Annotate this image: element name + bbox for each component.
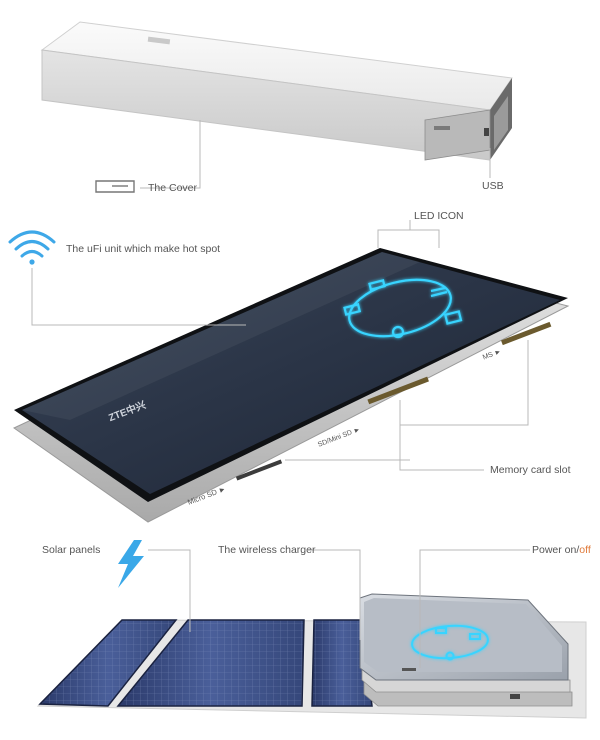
ms-label: MS ► <box>482 348 503 361</box>
wifi-icon <box>8 230 56 265</box>
cover-icon <box>95 180 135 193</box>
label-memory-card-slot: Memory card slot <box>490 464 571 476</box>
label-the-cover: The Cover <box>148 182 198 194</box>
ufi-leader-lines <box>31 220 529 471</box>
charger-led-ring-icon <box>411 624 489 661</box>
solar-panels <box>38 619 373 707</box>
charger-leader-lines <box>148 549 530 668</box>
label-wireless-charger: The wireless charger <box>218 544 316 556</box>
label-solar-panels: Solar panels <box>42 544 101 556</box>
label-power-off: off <box>579 544 591 556</box>
ufi-device <box>13 248 570 523</box>
label-usb: USB <box>482 180 504 192</box>
wireless-charger-stack <box>359 593 573 707</box>
label-led-icon: LED ICON <box>414 210 464 222</box>
label-power-on-off: Power on/off <box>532 544 591 556</box>
cover-leader-lines <box>140 120 491 189</box>
label-ufi-unit: The uFi unit which make hot spot <box>66 243 221 255</box>
led-ring-icon <box>343 278 463 339</box>
label-power-on: Power on <box>532 544 577 556</box>
cover-device <box>40 21 513 161</box>
lightning-bolt-icon <box>118 540 144 588</box>
